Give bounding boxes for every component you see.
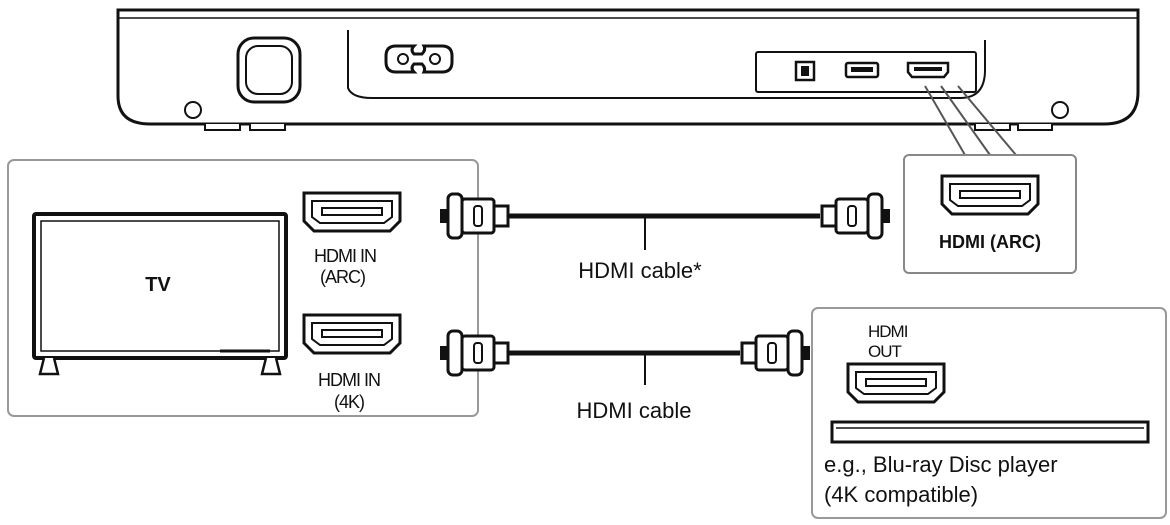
subwoofer-button (236, 36, 302, 104)
player-hdmi-out-port: HDMI OUT (846, 322, 946, 404)
callout-lines (924, 85, 1017, 156)
soundbar-hdmi-arc-label: HDMI (ARC) (939, 232, 1041, 252)
tv-hdmi-arc-port-icon (302, 191, 402, 233)
tv-hdmi-4k-label-line1: HDMI IN (318, 370, 380, 390)
ac-power-inlet (384, 44, 454, 74)
usb-port-icon (844, 61, 880, 79)
player-hdmi-out-label-line1: HDMI (868, 322, 908, 341)
hdmi-cable-top: HDMI cable* (438, 192, 892, 283)
tv-hdmi-4k-port-icon (302, 313, 402, 355)
hdmi-arc-port-small-icon (906, 61, 950, 79)
tv-label: TV (145, 274, 171, 296)
tv-hdmi-4k-port: HDMI IN (4K) (302, 313, 402, 412)
player-caption-line1: e.g., Blu-ray Disc player (824, 452, 1058, 477)
hdmi-cable-bottom: HDMI cable (438, 329, 812, 423)
hdmi-cable-bottom-label: HDMI cable (577, 398, 692, 423)
player-panel (811, 307, 1167, 519)
tv-hdmi-4k-label-line2: (4K) (334, 392, 364, 412)
rear-port-panel (755, 51, 977, 93)
tv-icon: TV (32, 212, 288, 376)
tv-hdmi-arc-label-line2: (ARC) (320, 267, 365, 287)
player-hdmi-out-port-icon (846, 362, 946, 404)
blu-ray-player-icon: e.g., Blu-ray Disc player (4K compatible… (824, 420, 1150, 507)
tv-hdmi-arc-port: HDMI IN (ARC) (302, 191, 402, 287)
hdmi-arc-port-icon (940, 174, 1040, 216)
optical-port-icon (794, 60, 816, 82)
soundbar-hdmi-arc-callout: HDMI (ARC) (903, 154, 1077, 274)
tv-hdmi-arc-label-line1: HDMI IN (314, 246, 376, 266)
soundbar-unit (116, 8, 1140, 131)
hdmi-cable-top-label: HDMI cable* (578, 258, 702, 283)
player-hdmi-out-label-line2: OUT (868, 342, 902, 361)
player-caption-line2: (4K compatible) (824, 482, 978, 507)
